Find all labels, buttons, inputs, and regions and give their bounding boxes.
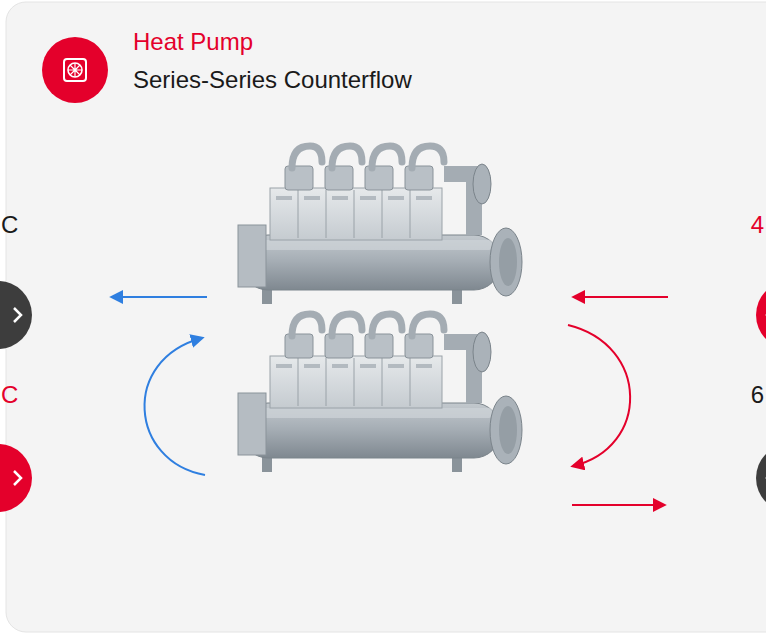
temperature-label: 4 [751, 211, 764, 240]
heat-pump-unit [238, 146, 522, 304]
drawing-part [574, 296, 668, 298]
drawing-part [0, 444, 32, 512]
temperature-label: C [1, 211, 18, 240]
subtitle: Series-Series Counterflow [133, 66, 412, 95]
drawing-part [568, 325, 630, 466]
drawing-part [112, 296, 207, 298]
drawing-part [42, 37, 108, 103]
drawing-part [68, 63, 82, 77]
flow-arrows [112, 297, 668, 505]
card-title: Heat Pump [133, 28, 253, 57]
drawing-part [0, 281, 32, 349]
drawing-part [145, 338, 205, 475]
heat-pump-unit [238, 314, 522, 472]
drawing-part [572, 504, 664, 506]
drawing-part [68, 63, 82, 77]
card-panel [6, 2, 766, 632]
drawing-part [756, 281, 766, 349]
heat-pump-icon [42, 37, 108, 103]
drawing-part [64, 59, 86, 81]
temperature-label: 6 [751, 381, 764, 410]
port-circles [0, 281, 766, 512]
temperature-label: C [1, 381, 18, 410]
drawing-part [756, 444, 766, 512]
